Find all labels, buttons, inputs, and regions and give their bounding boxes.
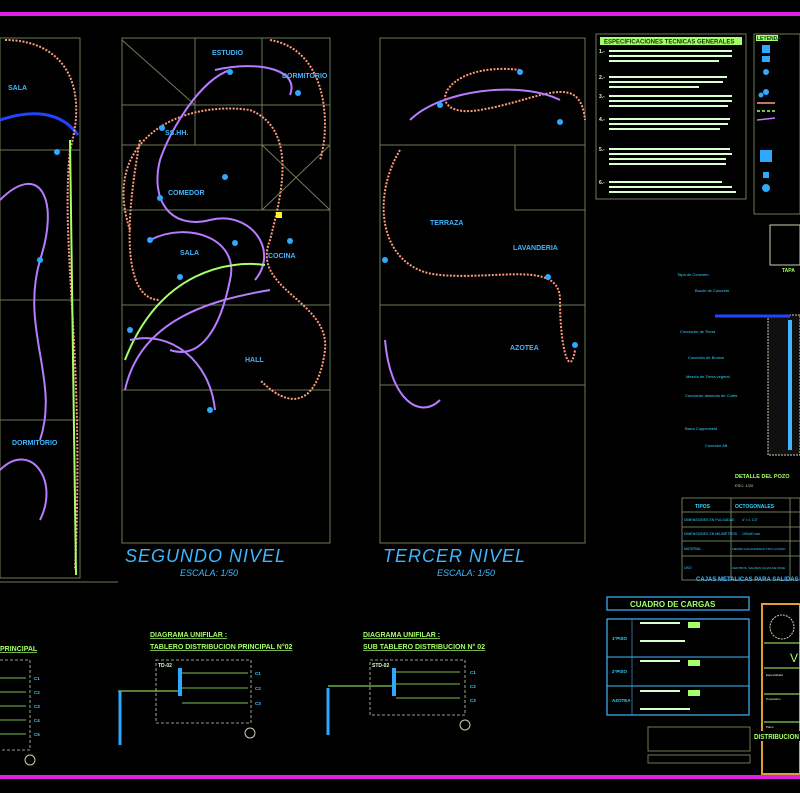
spec-item-number: 5.- bbox=[599, 147, 605, 153]
room-label: HALL bbox=[245, 357, 264, 364]
plan-title: SEGUNDO NIVEL bbox=[125, 546, 286, 566]
spec-item-number: 4.- bbox=[599, 117, 605, 123]
title-block-label: Especialidad bbox=[766, 673, 783, 677]
room-label: SALA bbox=[8, 85, 27, 92]
diagram-title: SUB TABLERO DISTRIBUCION N° 02 bbox=[363, 643, 485, 651]
legend-title: LEYENDA bbox=[757, 36, 781, 42]
room-label: AZOTEA bbox=[510, 345, 539, 352]
room-label: LAVANDERIA bbox=[513, 245, 558, 252]
circuit-label: C3 bbox=[255, 701, 261, 706]
cajas-cell: DIMENSIONES EN PULGADAS bbox=[684, 518, 735, 522]
diagram-title: PRINCIPAL bbox=[0, 646, 38, 653]
pozo-label: Conductor desnudo de Cobre bbox=[685, 393, 738, 398]
cajas-cell: DIMENSIONES EN MILIMETROS bbox=[684, 532, 738, 536]
spec-item-number: 2.- bbox=[599, 75, 605, 81]
pozo-label: Tapa de Concreto bbox=[677, 272, 709, 277]
spec-item-number: 6.- bbox=[599, 180, 605, 186]
plan-scale: ESCALA: 1/50 bbox=[437, 568, 495, 578]
room-label: SALA bbox=[180, 250, 199, 257]
pozo-label: Conector AB bbox=[705, 443, 728, 448]
room-label: COMEDOR bbox=[168, 190, 205, 197]
cajas-cell: FIERRO GALVANIZADO TIPO LIVIANO bbox=[732, 547, 786, 551]
pozo-label: Mezcla de Tierra vegetal bbox=[686, 374, 730, 379]
tapa-label: TAPA bbox=[782, 268, 795, 274]
second-floor-plan: ESTUDIO DORMITORIO SS.HH. COMEDOR SALA C… bbox=[121, 37, 331, 578]
ground-icon bbox=[24, 754, 36, 766]
pozo-title: DETALLE DEL POZO bbox=[735, 474, 790, 480]
diagram-title: TABLERO DISTRIBUCION PRINCIPAL N°02 bbox=[150, 643, 293, 651]
cajas-cell: 4" x 1 1/2" bbox=[742, 518, 759, 522]
load-table-title: CUADRO DE CARGAS bbox=[630, 600, 716, 609]
load-group: AZOTEA bbox=[612, 698, 631, 703]
technical-specifications: ESPECIFICACIONES TECNICAS GENERALES 1.- … bbox=[595, 33, 747, 200]
circuit-label: C2 bbox=[34, 690, 40, 695]
spec-item-number: 1.- bbox=[599, 49, 605, 55]
spec-item-number: 3.- bbox=[599, 94, 605, 100]
diagram-td02: DIAGRAMA UNIFILAR : TABLERO DISTRIBUCION… bbox=[118, 632, 293, 745]
load-group: 1°PISO bbox=[612, 636, 628, 641]
room-label: DORMITORIO bbox=[282, 73, 328, 80]
plan-title: TERCER NIVEL bbox=[383, 546, 526, 566]
diagram-title: DIAGRAMA UNIFILAR : bbox=[150, 632, 227, 639]
circuit-label: C4 bbox=[34, 718, 40, 723]
sheet-border-top bbox=[0, 12, 800, 16]
cajas-cell: MATERIAL bbox=[684, 547, 701, 551]
pozo-label: Buzón de Concreto bbox=[695, 288, 730, 293]
diagram-std02: DIAGRAMA UNIFILAR : SUB TABLERO DISTRIBU… bbox=[326, 632, 485, 735]
third-floor-plan: TERRAZA LAVANDERIA AZOTEA TERCER NIVEL E… bbox=[379, 37, 586, 578]
ground-icon bbox=[244, 727, 256, 739]
load-table: CUADRO DE CARGAS 1°PISO 2°PISO AZOTEA bbox=[606, 596, 751, 764]
pozo-label: Barra Copperweld bbox=[685, 426, 717, 431]
boxes-table: TIPOS OCTOGONALES DIMENSIONES EN PULGADA… bbox=[681, 497, 800, 583]
circuit-label: C1 bbox=[255, 671, 261, 676]
diagram-main: PRINCIPAL C1 C2 C3 C4 C5 bbox=[0, 646, 40, 766]
cajas-cell: CENTROS, SALIDAS CAJAS DE PASE bbox=[732, 566, 785, 570]
circuit-label: C1 bbox=[34, 676, 40, 681]
diagram-title: DIAGRAMA UNIFILAR : bbox=[363, 632, 440, 639]
title-block: V Especialidad Propietario Plano DISTRIB… bbox=[753, 603, 800, 775]
cajas-header: TIPOS bbox=[695, 504, 711, 510]
circuit-label: C3 bbox=[34, 704, 40, 709]
plan-scale: ESCALA: 1/50 bbox=[180, 568, 238, 578]
circuit-label: C2 bbox=[470, 684, 476, 689]
load-group: 2°PISO bbox=[612, 669, 628, 674]
room-label: DORMITORIO bbox=[12, 440, 58, 447]
pozo-label: Conductor de Tierra bbox=[680, 329, 716, 334]
cajas-caption: CAJAS METALICAS PARA SALIDAS bbox=[696, 577, 799, 583]
title-block-label: Plano bbox=[766, 725, 774, 729]
circuit-label: C3 bbox=[470, 698, 476, 703]
cajas-cell: USO bbox=[684, 566, 692, 570]
circuit-label: C2 bbox=[255, 686, 261, 691]
room-label: SS.HH. bbox=[165, 130, 188, 137]
room-label: COCINA bbox=[268, 253, 296, 260]
room-label: ESTUDIO bbox=[212, 50, 244, 57]
title-block-plan: DISTRIBUCION bbox=[754, 734, 799, 741]
pozo-label: Conexión de Bronce bbox=[688, 355, 725, 360]
cajas-header: OCTOGONALES bbox=[735, 504, 775, 510]
title-block-label: Propietario bbox=[766, 697, 781, 701]
board-label: TD-02 bbox=[158, 663, 172, 669]
sheet-border-bottom bbox=[0, 775, 800, 779]
specs-title: ESPECIFICACIONES TECNICAS GENERALES bbox=[604, 40, 734, 46]
cajas-cell: 100x40 mm bbox=[742, 532, 760, 536]
first-floor-plan: SALA DORMITORIO bbox=[0, 37, 118, 583]
ground-well-detail: TAPA Tapa de Concreto Buzón de Concreto … bbox=[677, 224, 800, 488]
room-label: TERRAZA bbox=[430, 220, 463, 227]
pozo-scale: ESC: 1/20 bbox=[735, 483, 754, 488]
circuit-label: C5 bbox=[34, 732, 40, 737]
legend: LEYENDA bbox=[753, 33, 800, 215]
ground-icon bbox=[459, 719, 471, 731]
circuit-label: C1 bbox=[470, 670, 476, 675]
title-block-code: V bbox=[790, 651, 798, 665]
board-label: STD-02 bbox=[372, 663, 389, 669]
